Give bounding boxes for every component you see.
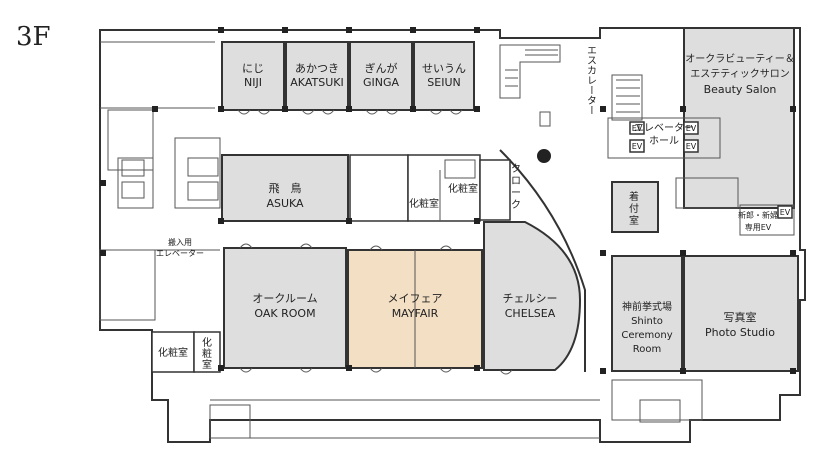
freight-elevator-2: エレベーター: [156, 249, 204, 258]
ev-1: EV: [632, 124, 643, 133]
ev-2: EV: [632, 142, 643, 151]
elevator-hall-2: ホール: [649, 135, 679, 147]
ginga-en: GINGA: [363, 76, 400, 89]
bridal-ev-1: 新郎・新婦: [738, 210, 778, 220]
bridal-ev-2: 専用EV: [745, 222, 772, 232]
room-niji: [221, 41, 285, 111]
room-akatsuki: [285, 41, 349, 111]
small-rooms-top: [221, 41, 475, 111]
ginga-jp: ぎんが: [365, 61, 398, 75]
doors: [237, 109, 513, 375]
niji-en: NIJI: [244, 76, 262, 89]
room-ginga: [349, 41, 413, 111]
room-photo: [683, 255, 799, 372]
room-kitsuke: [611, 181, 659, 233]
ev-5: EV: [780, 208, 791, 217]
chelsea-jp: チェルシー: [503, 292, 558, 305]
niji-jp: にじ: [242, 62, 264, 75]
kitsuke-3: 室: [629, 214, 639, 227]
seiun-jp: せいうん: [422, 62, 466, 75]
toilet-v-1: 化: [202, 336, 212, 349]
elevator-hall-1: エレベーター: [634, 122, 694, 134]
seiun-en: SEIUN: [427, 76, 460, 89]
shinto-en-3: Room: [633, 344, 661, 355]
photo-en: Photo Studio: [705, 326, 775, 339]
escalator-label: エスカレーター: [585, 45, 597, 115]
beauty-en: Beauty Salon: [704, 83, 777, 96]
cloak-1: ク: [511, 163, 521, 175]
cloak-2: ロ: [511, 176, 521, 187]
shinto-en-1: Shinto: [631, 316, 663, 327]
toilet-block-center: [407, 154, 481, 222]
ev-3: EV: [686, 124, 697, 133]
asuka-en: ASUKA: [266, 197, 304, 210]
shinto-jp: 神前挙式場: [622, 300, 672, 313]
oak-en: OAK ROOM: [254, 307, 315, 320]
ev-4: EV: [686, 142, 697, 151]
photo-jp: 写真室: [724, 310, 757, 324]
toilet-v-3: 室: [202, 358, 212, 371]
toilet-v-2: 粧: [202, 347, 212, 360]
cloak-room: [479, 159, 511, 221]
room-asuka: [221, 154, 349, 222]
room-oak: [223, 247, 347, 369]
room-shinto: [611, 255, 683, 372]
oak-jp: オークルーム: [252, 292, 317, 305]
mayfair-jp: メイフェア: [388, 292, 443, 305]
akatsuki-en: AKATSUKI: [290, 76, 343, 89]
cloak-curve: [499, 149, 586, 372]
beauty-jp-2: エステティックサロン: [690, 68, 789, 80]
kitsuke-2: 付: [629, 202, 639, 215]
mayfair-en: MAYFAIR: [392, 307, 439, 320]
corridor-block: [349, 154, 409, 222]
kitsuke-1: 着: [629, 190, 639, 203]
cloak-3: ー: [511, 188, 521, 199]
toilet-center-2: 化粧室: [409, 197, 439, 210]
beauty-jp-1: オークラビューティー＆: [685, 53, 794, 65]
shinto-en-2: Ceremony: [621, 330, 672, 341]
toilet-block-left: [151, 331, 221, 373]
columns: [100, 27, 796, 374]
pillar-marker: [537, 149, 551, 163]
toilet-center: 化粧室: [448, 182, 478, 195]
room-seiun: [413, 41, 475, 111]
asuka-jp: 飛 鳥: [269, 181, 302, 195]
floor-label: 3F: [16, 22, 51, 52]
chelsea-en: CHELSEA: [505, 307, 556, 320]
toilet-left: 化粧室: [158, 346, 188, 359]
right-wing: [607, 27, 799, 423]
left-service-area: [99, 109, 251, 439]
cloak-4: ク: [511, 199, 521, 211]
escalator: [499, 44, 561, 127]
akatsuki-jp: あかつき: [295, 62, 339, 75]
room-chelsea: [483, 221, 582, 371]
freight-elevator-1: 搬入用: [168, 237, 192, 247]
